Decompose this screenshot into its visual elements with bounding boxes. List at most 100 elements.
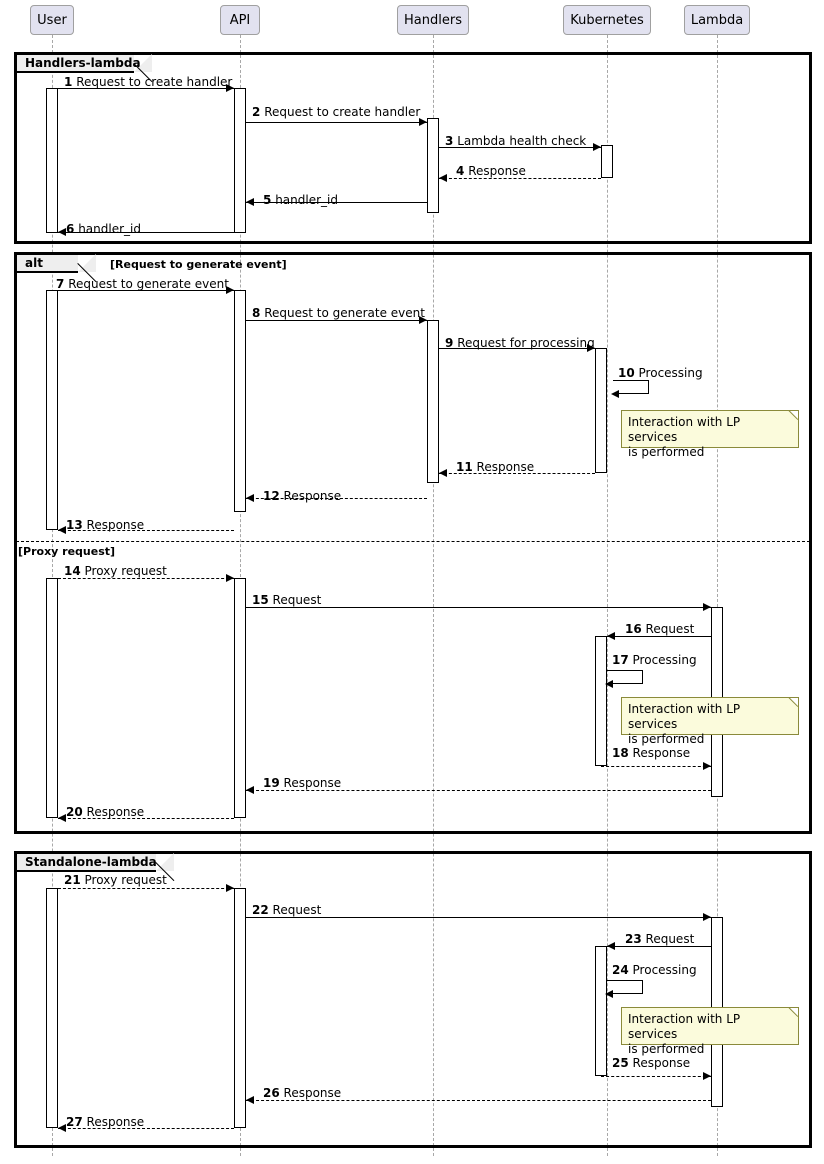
message-label-18: 18 Response (612, 747, 690, 759)
message-line-13 (58, 530, 234, 531)
message-number: 27 (66, 1115, 83, 1129)
message-arrowhead-2 (419, 118, 427, 126)
message-label-4: 4 Response (456, 165, 526, 177)
message-number: 7 (56, 277, 65, 291)
message-arrowhead-20 (58, 814, 66, 822)
message-number: 20 (66, 805, 83, 819)
message-arrowhead-8 (419, 316, 427, 324)
activation-api-3 (234, 578, 246, 818)
frame-standalone-lambda-tab-underline (16, 871, 156, 872)
message-text: Response (632, 746, 691, 760)
message-line-8 (246, 320, 427, 321)
message-text: Response (632, 1056, 691, 1070)
message-arrowhead-19 (246, 786, 254, 794)
message-number: 19 (263, 776, 280, 790)
message-number: 23 (625, 932, 642, 946)
self-message-arrowhead-10 (611, 390, 619, 398)
message-number: 8 (252, 306, 261, 320)
message-arrowhead-27 (58, 1124, 66, 1132)
message-arrowhead-9 (587, 344, 595, 352)
message-label-1: 1 Request to create handler (64, 76, 232, 88)
self-message-label-17: 17 Processing (612, 654, 697, 666)
message-arrowhead-5 (246, 198, 254, 206)
message-text: Request (272, 903, 322, 917)
message-text: Processing (638, 366, 703, 380)
message-arrowhead-26 (246, 1096, 254, 1104)
message-number: 18 (612, 746, 629, 760)
activation-handlers-2 (427, 320, 439, 483)
message-arrowhead-7 (226, 286, 234, 294)
message-number: 24 (612, 963, 629, 977)
self-message-label-24: 24 Processing (612, 964, 697, 976)
message-number: 14 (64, 564, 81, 578)
message-text: handler_id (78, 222, 141, 236)
lifeline-lambda (717, 35, 718, 1156)
self-message-arrowhead-24 (605, 990, 613, 998)
message-line-11 (439, 473, 595, 474)
activation-kubernetes-1 (601, 145, 613, 178)
message-label-16: 16 Request (625, 623, 694, 635)
self-message-label-10: 10 Processing (618, 367, 703, 379)
message-text: Processing (632, 963, 697, 977)
message-arrowhead-25 (703, 1072, 711, 1080)
note-2-fold (789, 698, 798, 707)
message-line-6 (58, 232, 234, 233)
note-2: Interaction with LP services is performe… (621, 697, 799, 746)
frame-alt-tab: alt (16, 254, 78, 272)
message-number: 21 (64, 873, 81, 887)
message-text: Request for processing (457, 336, 595, 350)
participant-api[interactable]: API (220, 5, 260, 35)
message-label-8: 8 Request to generate event (252, 307, 425, 319)
message-text: Response (86, 1115, 145, 1129)
activation-user-2 (46, 290, 58, 530)
alt-else-divider (16, 541, 810, 542)
activation-api-4 (234, 888, 246, 1128)
participant-user[interactable]: User (30, 5, 74, 35)
message-number: 25 (612, 1056, 629, 1070)
message-line-14 (58, 578, 234, 579)
message-label-13: 13 Response (66, 519, 144, 531)
message-label-22: 22 Request (252, 904, 321, 916)
message-line-19 (246, 790, 711, 791)
message-line-5 (246, 202, 427, 203)
message-text: Response (468, 164, 526, 178)
message-line-26 (246, 1100, 711, 1101)
message-text: Proxy request (84, 873, 167, 887)
activation-api-2 (234, 290, 246, 512)
message-line-4 (439, 178, 601, 179)
message-text: handler_id (275, 193, 338, 207)
message-label-21: 21 Proxy request (64, 874, 167, 886)
lifeline-kubernetes (607, 35, 608, 1156)
message-line-22 (246, 917, 711, 918)
message-line-7 (58, 290, 234, 291)
participant-kubernetes[interactable]: Kubernetes (563, 5, 651, 35)
participant-handlers[interactable]: Handlers (397, 5, 469, 35)
message-line-16 (607, 636, 711, 637)
message-number: 13 (66, 518, 83, 532)
participant-label: Kubernetes (570, 12, 644, 28)
message-label-9: 9 Request for processing (445, 337, 595, 349)
message-arrowhead-14 (226, 574, 234, 582)
message-number: 22 (252, 903, 269, 917)
message-number: 4 (456, 164, 465, 178)
message-line-27 (58, 1128, 234, 1129)
message-arrowhead-13 (58, 526, 66, 534)
frame-tab-label: alt (25, 256, 43, 270)
participant-lambda[interactable]: Lambda (684, 5, 750, 35)
message-number: 11 (456, 460, 473, 474)
message-number: 12 (263, 489, 280, 503)
message-text: Request (645, 622, 695, 636)
message-arrowhead-23 (607, 942, 615, 950)
message-arrowhead-12 (246, 494, 254, 502)
message-label-7: 7 Request to generate event (56, 278, 229, 290)
message-text: Request (272, 593, 322, 607)
frame-handlers-lambda-tab: Handlers-lambda (16, 54, 141, 72)
frame-alt-condition: [Request to generate event] (110, 258, 287, 271)
self-message-10 (613, 380, 649, 394)
message-label-12: 12 Response (263, 490, 341, 502)
activation-handlers-1 (427, 118, 439, 213)
message-arrowhead-15 (703, 603, 711, 611)
message-arrowhead-22 (703, 913, 711, 921)
message-label-19: 19 Response (263, 777, 341, 789)
